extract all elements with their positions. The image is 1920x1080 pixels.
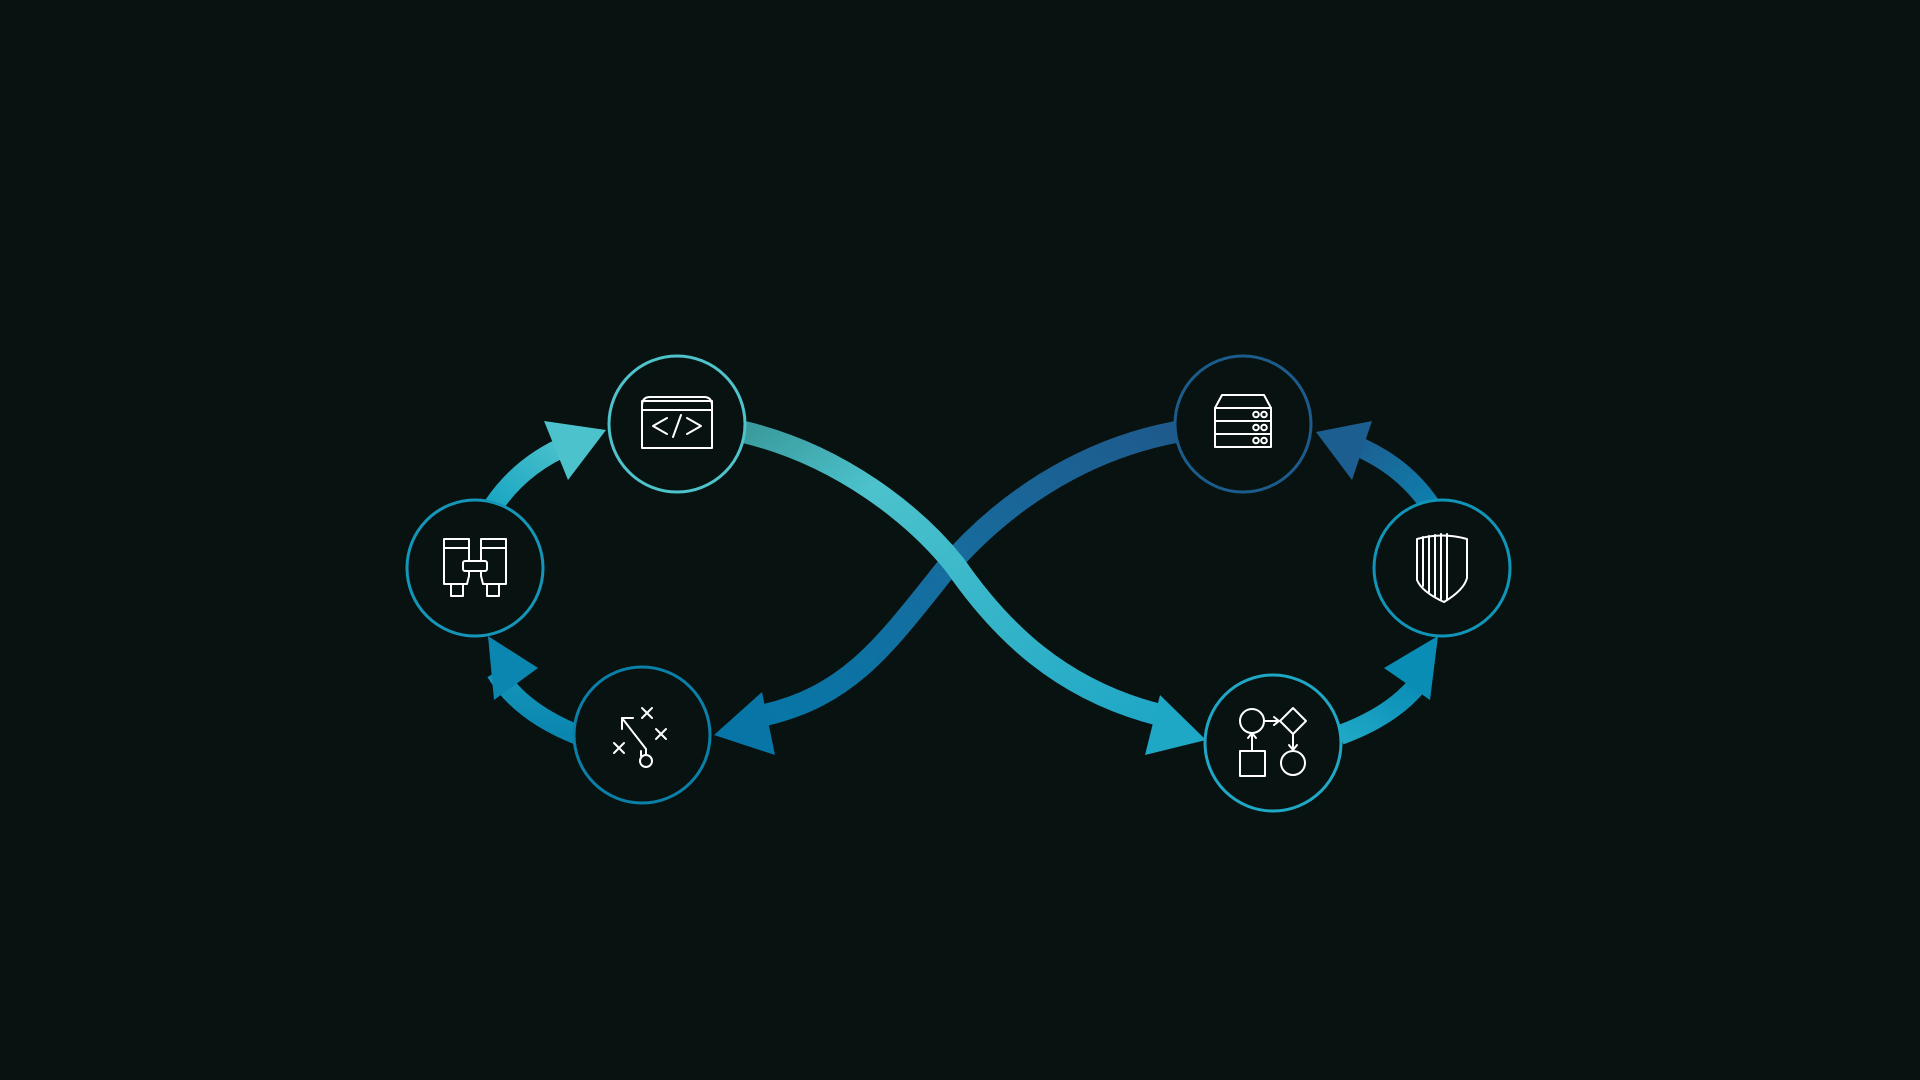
node-secure bbox=[1372, 498, 1512, 638]
node-plan bbox=[572, 665, 712, 805]
node-release bbox=[1203, 673, 1343, 813]
arrow-monitor-to-code bbox=[485, 421, 606, 511]
arrow-release-to-secure bbox=[1336, 636, 1438, 745]
node-ring bbox=[572, 665, 712, 805]
node-ring bbox=[1173, 354, 1313, 494]
shield-icon bbox=[1416, 533, 1468, 603]
server-rack-icon bbox=[1214, 394, 1272, 448]
binoculars-icon bbox=[443, 538, 507, 597]
node-code bbox=[607, 354, 747, 494]
arrow-secure-to-deploy bbox=[1316, 421, 1439, 511]
strategy-play-icon bbox=[613, 707, 667, 768]
arrow-code-to-release bbox=[741, 421, 1206, 755]
node-ring bbox=[1203, 673, 1343, 813]
code-window-icon bbox=[641, 396, 713, 449]
node-monitor bbox=[405, 498, 545, 638]
node-deploy bbox=[1173, 354, 1313, 494]
workflow-shapes-icon bbox=[1239, 707, 1307, 777]
arrow-plan-to-monitor bbox=[487, 636, 582, 745]
